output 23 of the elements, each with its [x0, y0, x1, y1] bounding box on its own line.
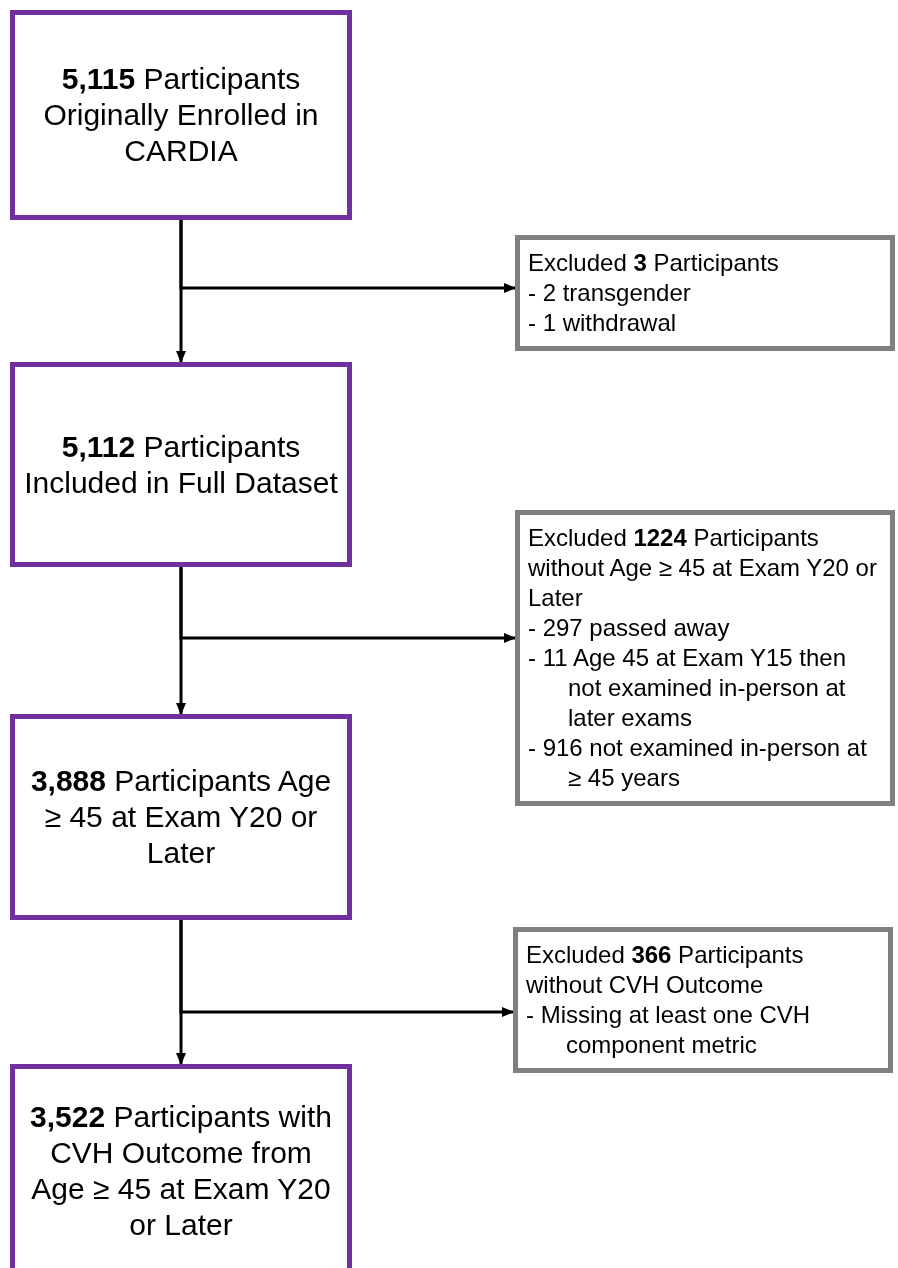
exclusion-reason: - 1 withdrawal [528, 308, 678, 338]
arrow [179, 220, 516, 293]
process-box [10, 1064, 352, 1268]
exclusion-box [515, 235, 895, 351]
exclusion-heading: Excluded 1224 Participants without Age ≥ 45 at Exam Y20 or Later [528, 523, 878, 613]
exclusion-reason: - 916 not examined in-person at ≥ 45 years [528, 733, 868, 793]
process-box [10, 362, 352, 567]
exclusion-heading: Excluded 366 Participants without CVH Outcome [526, 940, 805, 1000]
exclusion-box [515, 510, 895, 806]
exclusion-reason: - 297 passed away [528, 613, 731, 643]
arrow [179, 567, 516, 643]
box-text: 3,522 Participants with CVH Outcome from Age ≥ 45 at Exam Y20 or Later [29, 1099, 333, 1243]
process-box [10, 714, 352, 920]
exclusion-reason: - 11 Age 45 at Exam Y15 then not examined in-person at later exams [528, 643, 847, 733]
box-text: 5,112 Participants Included in Full Dataset [23, 428, 339, 501]
arrow [179, 920, 514, 1017]
exclusion-reason: - Missing at least one CVH component metric [526, 1000, 812, 1060]
exclusion-reason: - 2 transgender [528, 278, 692, 308]
box-text: 3,888 Participants Age ≥ 45 at Exam Y20 or Later [29, 763, 333, 871]
exclusion-box [513, 927, 893, 1073]
process-box [10, 10, 352, 220]
box-text: 5,115 Participants Originally Enrolled in CARDIA [42, 61, 320, 169]
exclusion-heading: Excluded 3 Participants [528, 248, 780, 278]
